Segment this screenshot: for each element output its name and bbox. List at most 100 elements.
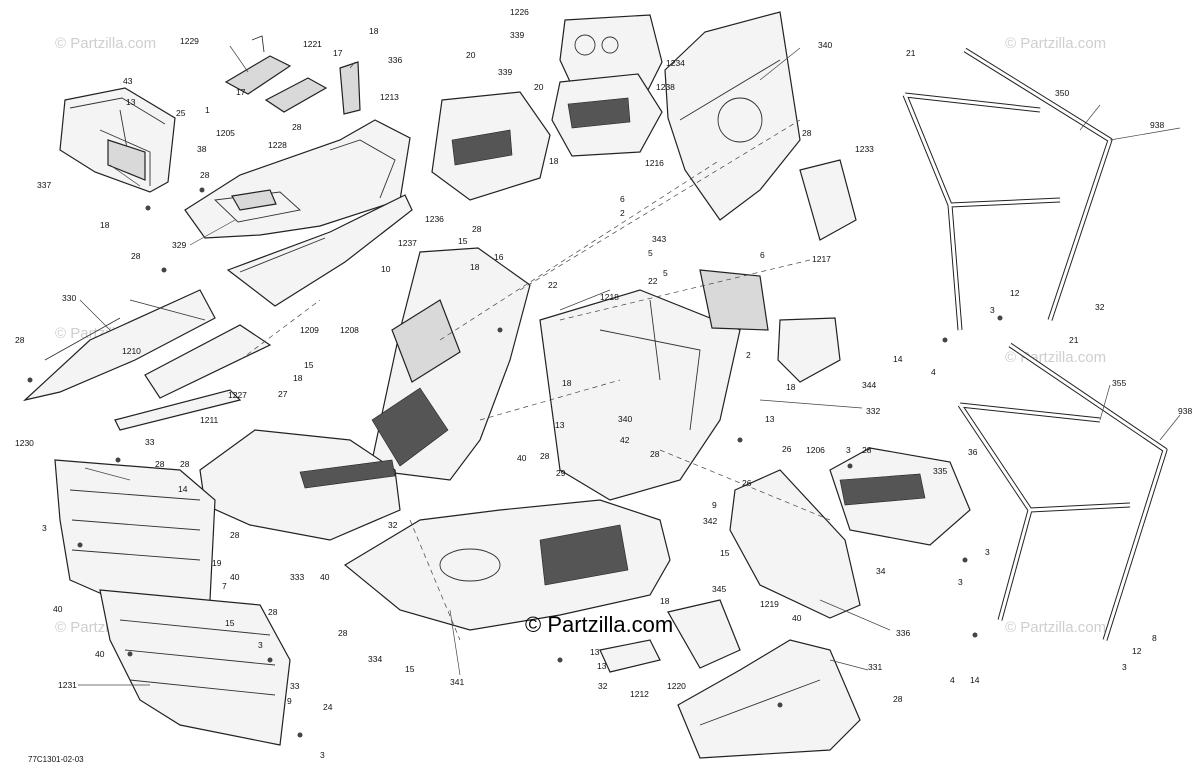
callout: 15 [405, 664, 415, 674]
callout: 32 [388, 520, 398, 530]
callout: 1211 [200, 415, 219, 425]
callout: 2 [746, 350, 751, 360]
callout: 3 [846, 445, 851, 455]
leader-lines [78, 45, 1181, 686]
callout: 32 [1095, 302, 1105, 312]
callout: 2 [620, 208, 625, 218]
callout: 332 [866, 406, 880, 416]
callout: 336 [896, 628, 910, 638]
callout: 15 [720, 548, 730, 558]
callout: 350 [1055, 88, 1069, 98]
callout: 9 [287, 696, 292, 706]
callout: 1238 [656, 82, 675, 92]
callout: 21 [906, 48, 916, 58]
callout: 938 [1150, 120, 1164, 130]
callout: 28 [292, 122, 302, 132]
callout: 28 [338, 628, 348, 638]
watermark: © Partzilla.com [55, 35, 156, 52]
callout: 9 [712, 500, 717, 510]
callout: 40 [95, 649, 105, 659]
callout: 1 [205, 105, 210, 115]
callout-labels: 1229 1221 17 18 336 1213 17 1 28 1228 12… [15, 7, 1192, 760]
callout: 18 [562, 378, 572, 388]
callout: 25 [176, 108, 186, 118]
callout: 1228 [268, 140, 287, 150]
callout: 334 [368, 654, 382, 664]
callout: 1219 [760, 599, 779, 609]
callout: 1212 [630, 689, 649, 699]
callout: 18 [100, 220, 110, 230]
callout: 330 [62, 293, 76, 303]
callout: 345 [712, 584, 726, 594]
callout: 337 [37, 180, 51, 190]
callout: 3 [258, 640, 263, 650]
callout: 340 [618, 414, 632, 424]
callout: 331 [868, 662, 882, 672]
callout: 34 [876, 566, 886, 576]
callout: 341 [450, 677, 464, 687]
callout: 43 [123, 76, 133, 86]
callout: 1229 [180, 36, 199, 46]
callout: 1213 [380, 92, 399, 102]
callout: 20 [466, 50, 476, 60]
callout: 329 [172, 240, 186, 250]
callout: 18 [293, 373, 303, 383]
callout: 40 [320, 572, 330, 582]
callout: 339 [510, 30, 524, 40]
callout: 28 [131, 251, 141, 261]
callout: 16 [494, 252, 504, 262]
callout: 1205 [216, 128, 235, 138]
callout: 15 [225, 618, 235, 628]
callout: 21 [1069, 335, 1079, 345]
callout: 1233 [855, 144, 874, 154]
callout: 28 [15, 335, 25, 345]
callout: 22 [648, 276, 658, 286]
callout: 20 [534, 82, 544, 92]
callout: 19 [212, 558, 222, 568]
callout: 938 [1178, 406, 1192, 416]
watermark: © Partzilla.com [1005, 35, 1106, 52]
callout: 15 [458, 236, 468, 246]
callout: 24 [323, 702, 333, 712]
callout: 1209 [300, 325, 319, 335]
callout: 22 [548, 280, 558, 290]
callout: 1221 [303, 39, 322, 49]
callout: 1217 [812, 254, 831, 264]
callout: 18 [369, 26, 379, 36]
callout: 3 [958, 577, 963, 587]
callout: 7 [222, 581, 227, 591]
callout: 40 [517, 453, 527, 463]
callout: 3 [990, 305, 995, 315]
callout: 13 [590, 647, 600, 657]
callout: 344 [862, 380, 876, 390]
callout: 6 [760, 250, 765, 260]
callout: 1237 [398, 238, 417, 248]
callout: 1216 [645, 158, 664, 168]
callout: 336 [388, 55, 402, 65]
center-watermark: © Partzilla.com [525, 612, 673, 637]
watermark: © Partzilla.com [1005, 619, 1106, 636]
callout: 10 [381, 264, 391, 274]
callout: 1208 [340, 325, 359, 335]
callout: 18 [470, 262, 480, 272]
callout: 343 [652, 234, 666, 244]
callout: 355 [1112, 378, 1126, 388]
callout: 26 [742, 478, 752, 488]
callout: 3 [1122, 662, 1127, 672]
callout: 12 [1132, 646, 1142, 656]
callout: 335 [933, 466, 947, 476]
callout: 1230 [15, 438, 34, 448]
callout: 32 [598, 681, 608, 691]
callout: 40 [792, 613, 802, 623]
callout: 42 [620, 435, 630, 445]
callout: 13 [126, 97, 136, 107]
callout: 3 [42, 523, 47, 533]
callout: 28 [200, 170, 210, 180]
callout: 1226 [510, 7, 529, 17]
drawing-code: 77C1301-02-03 [28, 755, 84, 764]
callout: 340 [818, 40, 832, 50]
callout: 27 [278, 389, 288, 399]
callout: 1210 [122, 346, 141, 356]
callout: 4 [950, 675, 955, 685]
